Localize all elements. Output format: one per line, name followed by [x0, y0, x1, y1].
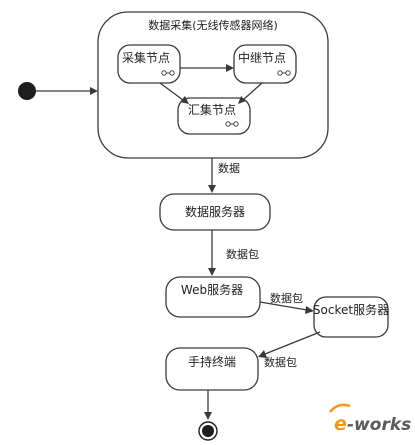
edge-label-packet-2: 数据包	[270, 291, 303, 305]
svg-text:e: e	[334, 413, 347, 435]
arrowhead	[226, 64, 234, 72]
edge-label-data: 数据	[218, 161, 240, 175]
node-web-server	[165, 276, 261, 318]
subactivity-icon	[277, 70, 291, 76]
arrowhead	[208, 268, 216, 276]
node-relay-label: 中继节点	[238, 50, 286, 65]
node-sink-label: 汇集节点	[188, 102, 236, 117]
svg-text:-works: -works	[347, 415, 411, 435]
subactivity-icon	[161, 70, 175, 76]
arrowhead	[305, 306, 314, 314]
edge-label-packet-3: 数据包	[264, 355, 297, 369]
arrowhead	[204, 412, 212, 420]
data-collection-group	[97, 11, 329, 159]
edge-web-to-socket	[259, 301, 308, 311]
node-socket-server-label: Socket服务器	[313, 302, 389, 317]
arrowhead	[258, 350, 267, 358]
node-collect	[117, 44, 181, 84]
node-data-server-label: 数据服务器	[185, 204, 245, 219]
initial-node	[18, 82, 36, 100]
node-socket-server	[313, 296, 389, 338]
final-node	[202, 425, 214, 437]
arrowhead	[238, 96, 246, 104]
edge-label-packet-1: 数据包	[226, 247, 259, 261]
node-collect-label: 采集节点	[122, 50, 170, 65]
node-data-server	[159, 193, 271, 231]
node-sink	[177, 97, 251, 135]
eworks-watermark-logo: e -works	[329, 403, 411, 435]
group-title: 数据采集(无线传感器网络)	[148, 18, 278, 32]
node-handheld-label: 手持终端	[188, 354, 236, 369]
edge-collect-to-sink	[159, 82, 184, 101]
node-web-server-label: Web服务器	[181, 282, 243, 297]
arrowhead	[208, 185, 216, 193]
arrowhead	[90, 87, 98, 95]
subactivity-icon	[225, 121, 239, 127]
edge-socket-to-handheld	[264, 331, 321, 355]
arrowhead	[180, 96, 189, 104]
node-handheld	[165, 347, 259, 391]
edge-relay-to-sink	[242, 82, 263, 101]
node-relay	[233, 44, 297, 84]
